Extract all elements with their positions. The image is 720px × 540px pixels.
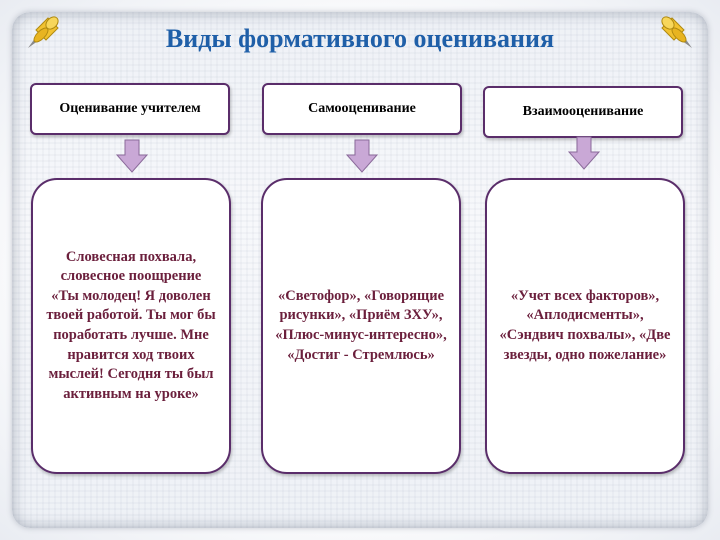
header-peer-assessment: Взаимооценивание <box>483 86 683 138</box>
content-teacher-assessment: Словесная похвала, словесное поощрение «… <box>31 178 231 474</box>
page-title: Виды формативного оценивания <box>165 24 555 53</box>
arrow-down-icon <box>116 139 148 173</box>
content-text: Словесная похвала, словесное поощрение «… <box>46 248 216 402</box>
content-peer-assessment: «Учет всех факторов», «Аплодисменты», «С… <box>485 178 685 474</box>
content-self-assessment: «Светофор», «Говорящие рисунки», «Приём … <box>261 178 461 474</box>
content-text: «Учет всех факторов», «Аплодисменты», «С… <box>499 287 671 363</box>
arrow-down-icon <box>568 136 600 170</box>
header-teacher-assessment: Оценивание учителем <box>30 83 230 135</box>
pushpin-icon <box>28 16 59 48</box>
content-text: «Светофор», «Говорящие рисунки», «Приём … <box>275 287 447 363</box>
header-self-assessment: Самооценивание <box>262 83 462 135</box>
pushpin-icon <box>661 16 692 48</box>
arrow-down-icon <box>346 139 378 173</box>
